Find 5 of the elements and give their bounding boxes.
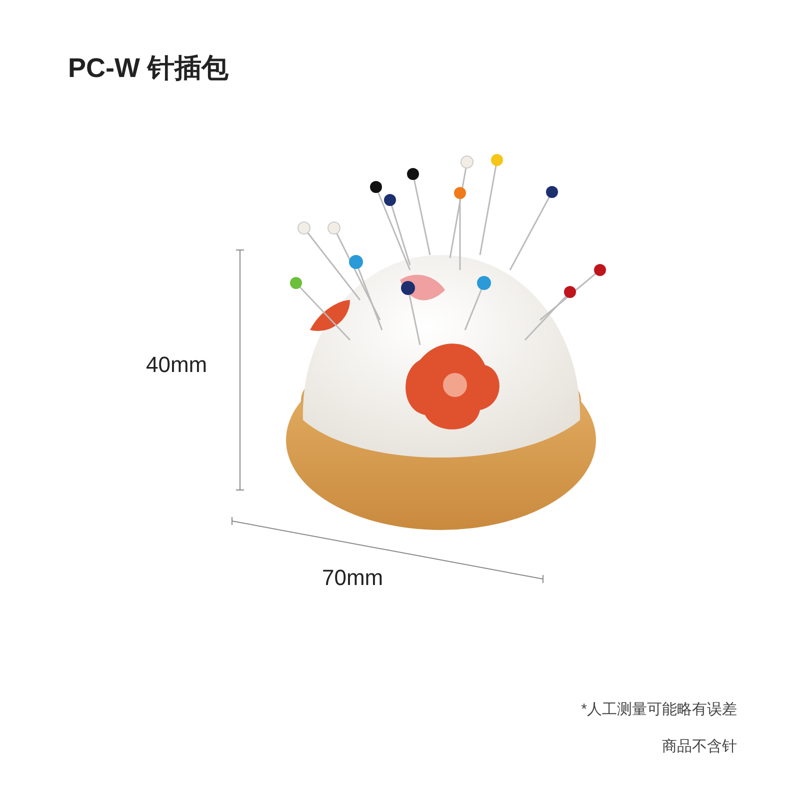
dimension-label: 40mm xyxy=(146,352,208,378)
note-text: 商品不含针 xyxy=(662,737,737,756)
dimension-label: 70mm xyxy=(322,565,384,591)
note-text: *人工测量可能略有误差 xyxy=(581,700,737,719)
title: PC-W 针插包 xyxy=(68,52,228,85)
